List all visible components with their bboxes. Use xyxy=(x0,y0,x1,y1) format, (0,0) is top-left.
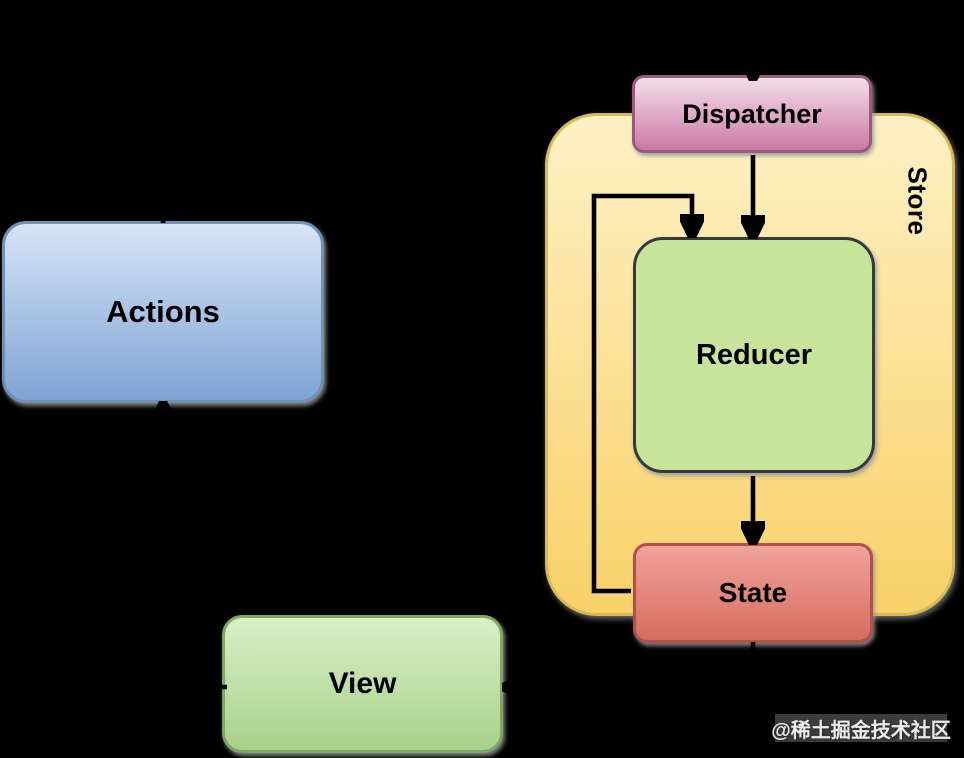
actions-node: Actions xyxy=(2,221,324,403)
edge-view-to-actions-arrow xyxy=(163,406,227,690)
state-node: State xyxy=(633,543,873,643)
reducer-label: Reducer xyxy=(695,338,813,371)
view-label: View xyxy=(328,667,397,700)
actions-label: Actions xyxy=(106,294,220,329)
state-label: State xyxy=(718,577,788,608)
dispatcher-node: Dispatcher xyxy=(632,75,872,153)
dispatcher-label: Dispatcher xyxy=(682,98,822,129)
edge-state-to-view-arrow xyxy=(507,642,756,687)
watermark: @稀土掘金技术社区 xyxy=(771,714,951,742)
reducer-node: Reducer xyxy=(633,237,875,473)
store-label: Store xyxy=(902,166,933,236)
view-node: View xyxy=(222,615,503,753)
